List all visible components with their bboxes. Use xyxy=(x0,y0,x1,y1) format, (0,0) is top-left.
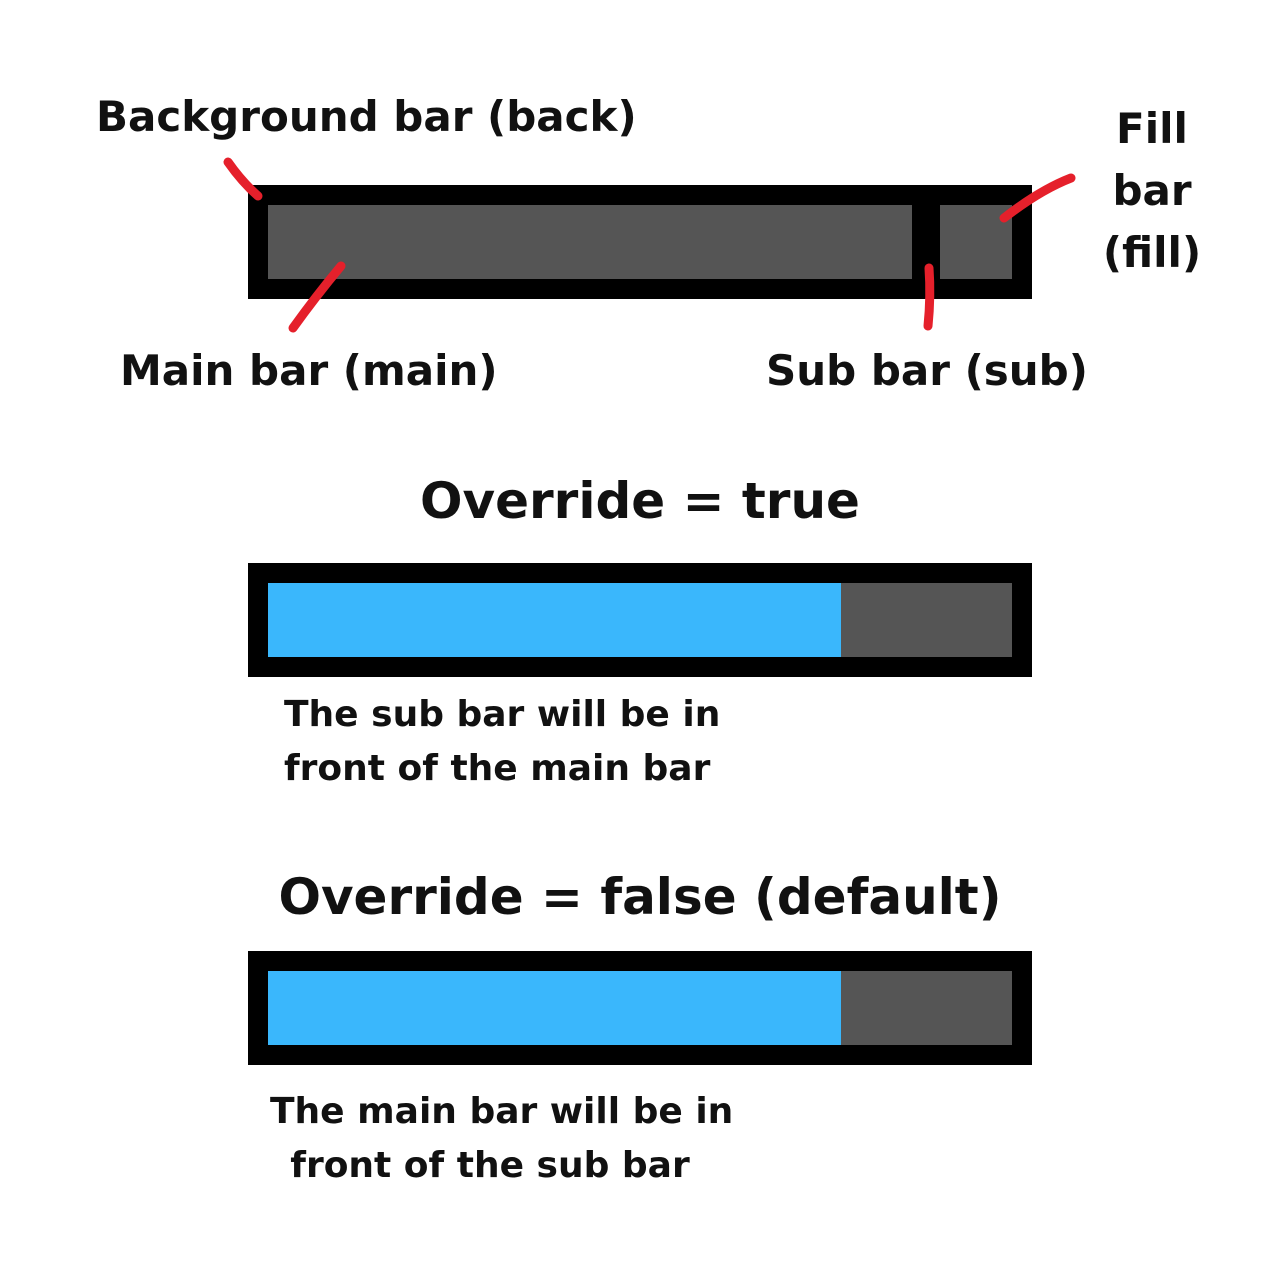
fill-bar-label: Fill bar (fill) xyxy=(1077,98,1227,284)
override-true-heading: Override = true xyxy=(420,472,860,530)
sub-bar-divider xyxy=(912,205,940,279)
override-true-track xyxy=(268,583,1012,657)
override-true-caption-line2: front of the main bar xyxy=(284,748,711,789)
fill-bar-label-line1: Fill bar xyxy=(1112,104,1192,215)
sub-bar-label: Sub bar (sub) xyxy=(766,346,1088,395)
override-false-track xyxy=(268,971,1012,1045)
fill-bar-label-line2: (fill) xyxy=(1102,228,1202,277)
override-true-fill xyxy=(268,583,841,657)
bar-track xyxy=(268,205,1012,279)
override-false-caption: The main bar will be in front of the sub… xyxy=(270,1085,734,1193)
override-false-bar xyxy=(248,951,1032,1065)
override-false-caption-line1: The main bar will be in xyxy=(270,1091,734,1132)
override-false-caption-line2: front of the sub bar xyxy=(290,1145,690,1186)
background-bar-label: Background bar (back) xyxy=(96,92,637,141)
override-false-fill xyxy=(268,971,841,1045)
background-bar xyxy=(248,185,1032,299)
override-false-heading: Override = false (default) xyxy=(278,868,1002,926)
override-true-caption-line1: The sub bar will be in xyxy=(284,694,721,735)
main-bar-label: Main bar (main) xyxy=(120,346,498,395)
override-true-bar xyxy=(248,563,1032,677)
override-true-caption: The sub bar will be in front of the main… xyxy=(284,688,721,796)
